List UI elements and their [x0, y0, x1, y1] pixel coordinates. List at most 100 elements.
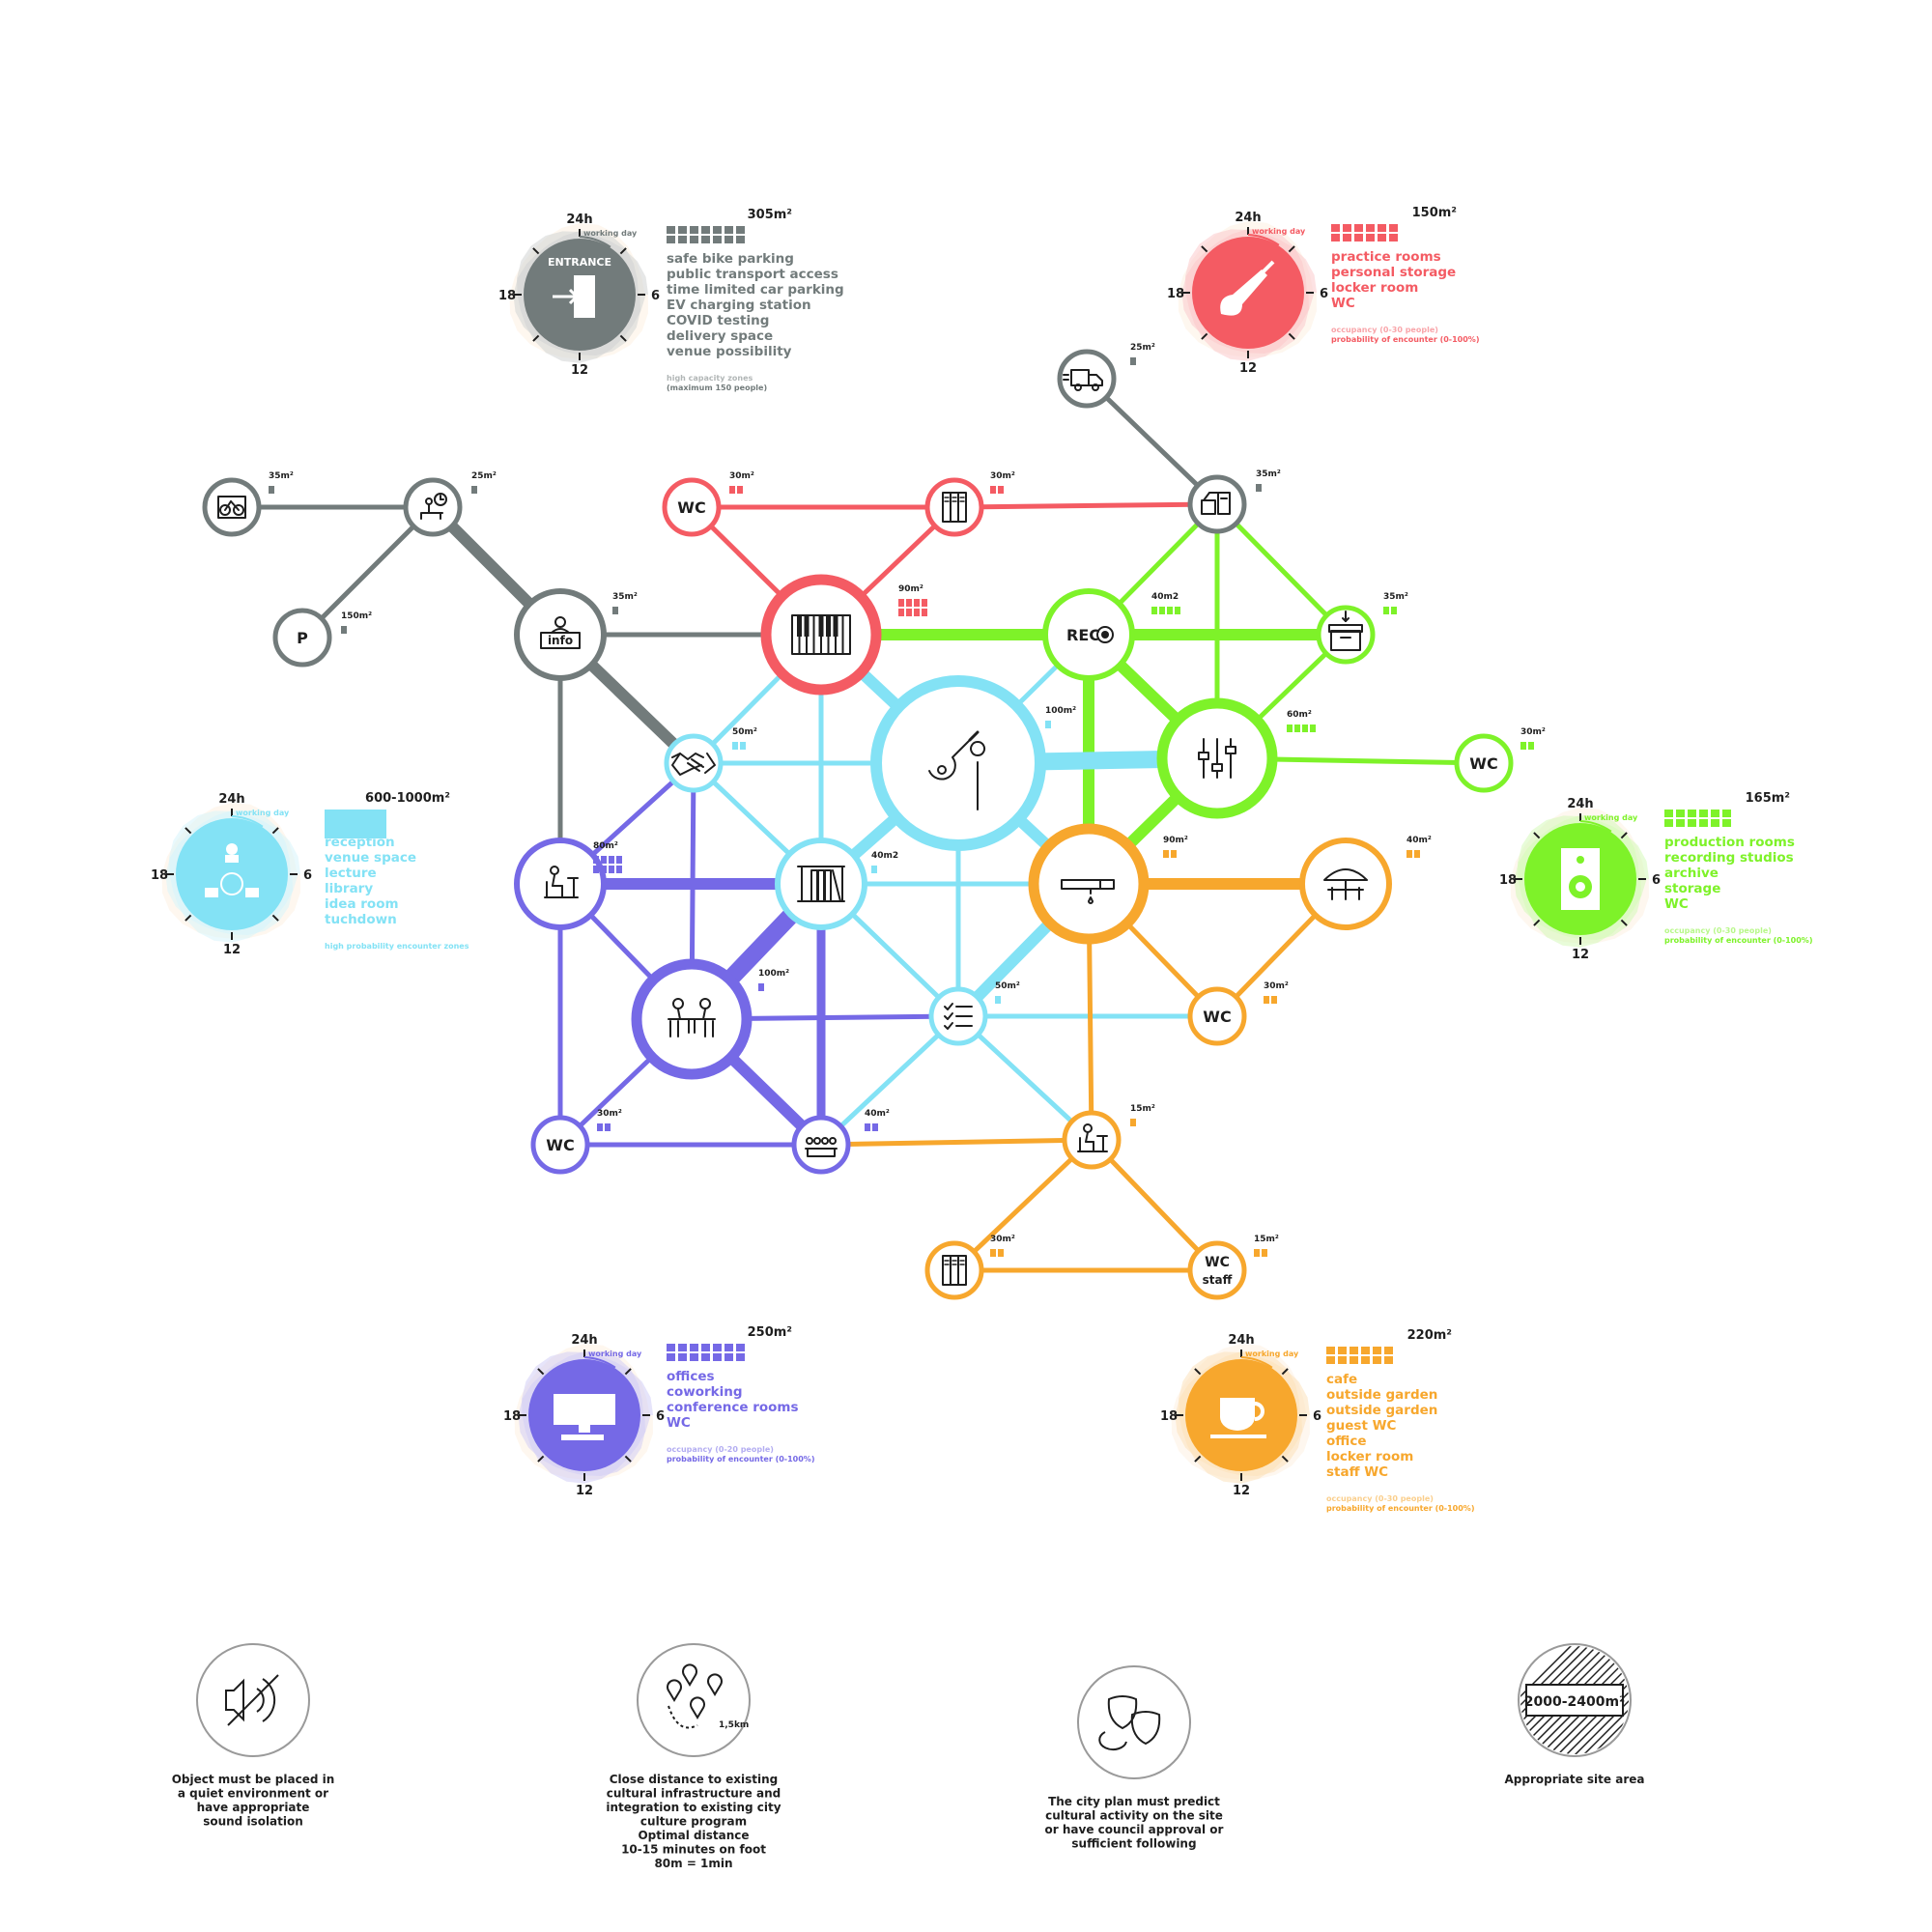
- node-umbrella: 40m²: [1299, 836, 1432, 930]
- meter-cell: [1699, 819, 1708, 827]
- meter-cell: [732, 742, 738, 750]
- node-ring: [1454, 733, 1514, 793]
- icon-stroke: [671, 753, 704, 760]
- hatch-line: [1667, 1642, 1783, 1758]
- meter-cell: [1676, 810, 1685, 817]
- meter-cell: [990, 1249, 996, 1257]
- meter-cell: [678, 236, 687, 243]
- meter-cell: [922, 599, 927, 607]
- guitar-neck: [1260, 260, 1275, 275]
- meter-cell: [1254, 1249, 1260, 1257]
- node-area-label: 15m²: [1130, 1104, 1155, 1114]
- working-day-arc: [583, 1356, 616, 1369]
- area-meter-clock_desk: [471, 486, 477, 494]
- meter-cell: [1406, 850, 1412, 858]
- icon-stroke: [217, 496, 246, 519]
- node-ring: [403, 477, 463, 537]
- area-meter-conference: [865, 1123, 878, 1131]
- icon-stroke: [1099, 879, 1115, 890]
- meter-cell: [701, 1344, 710, 1351]
- node-area-label: 50m²: [732, 727, 757, 737]
- icon-stroke: [1211, 763, 1223, 772]
- edge-office_orange-lockers_orange: [952, 1137, 1094, 1273]
- icon-stroke: [230, 500, 240, 511]
- node-text-label: WC: [677, 498, 705, 517]
- icon-stroke: [1201, 499, 1216, 515]
- node-ring: [791, 1115, 851, 1175]
- node-ring: [924, 1240, 984, 1300]
- zone-note: occupancy (0-30 people): [1664, 926, 1772, 935]
- icon-stroke: [1096, 626, 1114, 643]
- meter-cell: [1378, 234, 1386, 242]
- requirement-text: sound isolation: [203, 1815, 303, 1829]
- meter-cell: [898, 599, 904, 607]
- piano-black-key: [797, 615, 802, 637]
- area-meter-wc_red: [729, 486, 743, 494]
- timed-desk-icon: [420, 493, 447, 520]
- distance-label: 1,5km: [719, 1720, 749, 1730]
- meter-cell: [1711, 810, 1719, 817]
- clock-tick: [1620, 832, 1628, 839]
- guitar-icon: [1220, 270, 1267, 316]
- node-checklist: 50m²: [928, 981, 1020, 1046]
- icon-stroke: [1225, 746, 1236, 754]
- requirement-text: Object must be placed in: [172, 1773, 335, 1786]
- meter-cell: [713, 1344, 722, 1351]
- icon-stroke: [957, 492, 967, 523]
- hour-label-right: 6: [303, 868, 312, 883]
- site-plot: [1525, 1684, 1624, 1717]
- meter-cell: [1373, 1356, 1381, 1364]
- clock-tick: [185, 827, 192, 835]
- zone-note: probability of encounter (0-100%): [1331, 335, 1479, 344]
- zone-note: occupancy (0-30 people): [1331, 326, 1438, 334]
- info-label: info: [548, 634, 573, 647]
- node-ring: [514, 838, 607, 930]
- icon-stroke: [944, 1012, 953, 1020]
- office-desk-icon: [1077, 1123, 1108, 1152]
- hour-label-bottom: 12: [1233, 1484, 1250, 1498]
- parking-icon: P: [297, 629, 308, 647]
- clock-tick: [537, 1368, 545, 1376]
- requirement-text: a quiet environment or: [178, 1787, 328, 1801]
- clock-tick: [185, 914, 192, 922]
- area-meter-meeting: [758, 983, 764, 991]
- hatch-line: [1588, 1646, 1629, 1754]
- meter-cell: [678, 1353, 687, 1361]
- node-desk_purple: 80m²: [514, 838, 622, 930]
- desk-worker-icon: [544, 866, 579, 898]
- working-day-arc: [1247, 234, 1280, 246]
- clock-tick: [271, 827, 279, 835]
- node-bike: 35m²: [202, 471, 294, 537]
- bike-parking-icon: [217, 496, 246, 519]
- edge-lockers_red-boxes: [952, 501, 1220, 510]
- icon-stroke: [968, 730, 980, 742]
- meter-cell: [1256, 484, 1262, 492]
- zone-item: personal storage: [1331, 265, 1456, 280]
- saucer: [1210, 1435, 1266, 1438]
- zone-item: cafe: [1326, 1372, 1357, 1387]
- meter-cell: [601, 856, 607, 864]
- area-meter-wc_orange: [1264, 996, 1277, 1004]
- meter-cell: [1343, 224, 1351, 232]
- area-meter-mixer: [1287, 724, 1316, 732]
- requirement-circle: [637, 1643, 751, 1757]
- node-area-label: 35m²: [1256, 469, 1281, 479]
- icon-stroke: [554, 616, 566, 628]
- meter-cell: [1384, 1347, 1393, 1354]
- node-text-label: WC: [1469, 754, 1497, 773]
- hour-label-left: 18: [1167, 287, 1184, 301]
- meter-cell: [1331, 224, 1340, 232]
- hatch-line: [1614, 1646, 1629, 1754]
- meeting-table-icon: [668, 998, 716, 1037]
- zone-area-label: 150m²: [1412, 206, 1457, 220]
- edge-conference-office_orange: [818, 1137, 1094, 1148]
- piano-black-key: [804, 615, 810, 637]
- meter-cell: [922, 609, 927, 616]
- piano-black-key: [818, 615, 824, 637]
- hatch-line: [1623, 1646, 1629, 1754]
- node-truck: 25m²: [1057, 343, 1155, 409]
- icon-stroke: [672, 998, 684, 1009]
